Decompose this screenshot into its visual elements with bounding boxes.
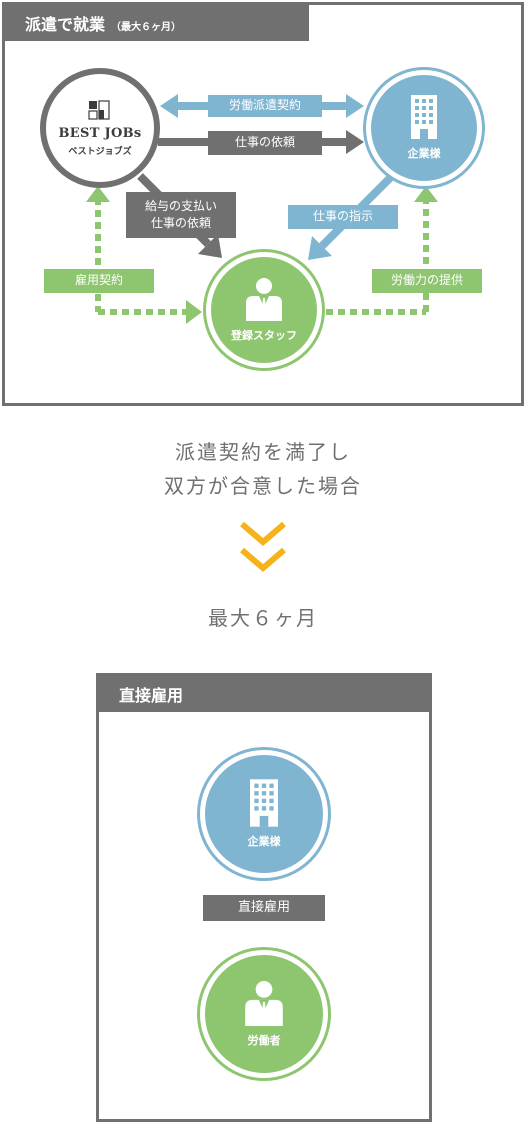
max-period-text: 最大６ヶ月 [208,606,318,630]
direct-panel-title: 直接雇用 [99,676,429,712]
best-jobs-logo-kana: ベストジョブズ [68,146,132,157]
best-jobs-logo-text: BEST JOBs [58,125,142,141]
worker-label: 労働者 [247,1034,281,1047]
direct-company-label: 企業様 [247,835,281,848]
staff-label: 登録スタッフ [231,329,297,342]
direct-title: 直接雇用 [119,686,184,705]
dispatch-panel-title: 派遣で就業 （最大６ヶ月） [5,5,309,41]
person-icon [245,981,283,1026]
employment-contract-arrow [86,186,202,324]
worker-circle: 労働者 [200,950,328,1078]
company-circle: 企業様 [366,70,482,186]
person-icon [246,278,282,321]
dispatch-contract-label: 労働派遣契約 [208,95,322,117]
pay-request-line1: 給与の支払い [144,198,217,213]
dispatch-title-note: （最大６ヶ月） [111,22,182,33]
transition-line1: 派遣契約を満了し [175,440,351,464]
best-jobs-circle: BEST JOBs ベストジョブズ [40,68,160,188]
direct-link-label: 直接雇用 [203,895,325,921]
employment-contract-label: 雇用契約 [44,269,154,293]
labor-provision-arrow [326,186,438,315]
double-chevron-down-icon [240,521,286,572]
building-icon [250,779,278,827]
labor-provision-label: 労働力の提供 [372,269,482,293]
staff-circle: 登録スタッフ [206,252,322,368]
company-label: 企業様 [407,147,441,160]
pay-request-line2: 仕事の依頼 [150,216,211,230]
dispatch-title: 派遣で就業 [25,15,106,34]
direct-company-circle: 企業様 [200,750,328,878]
building-icon [411,95,437,139]
best-jobs-logo-icon [88,99,110,120]
pay-request-label: 給与の支払い 仕事の依頼 [126,192,236,238]
transition-line2: 双方が合意した場合 [164,474,362,498]
work-instructions-label: 仕事の指示 [288,205,398,229]
job-request-label: 仕事の依頼 [208,131,322,155]
